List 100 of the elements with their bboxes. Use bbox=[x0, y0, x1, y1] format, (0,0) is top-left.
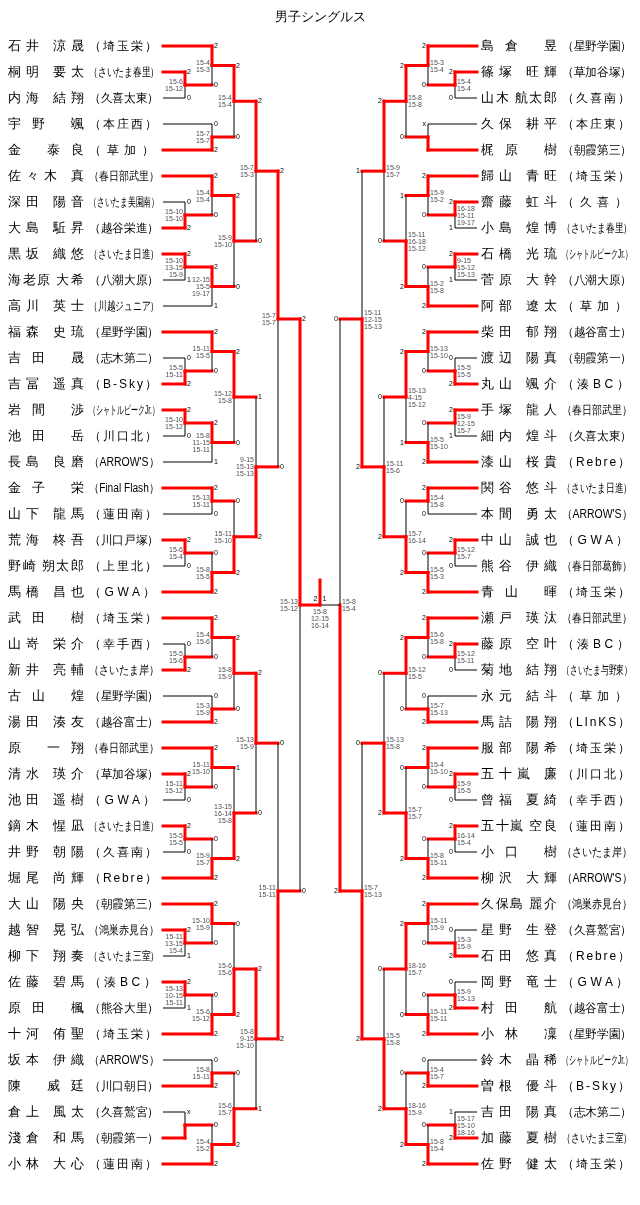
player-name: 小林 凜 bbox=[481, 1026, 557, 1042]
team-name: （GWA） bbox=[562, 974, 632, 990]
team-name: （さいたま岸） bbox=[562, 844, 632, 860]
player-name: 吉田 陽真 bbox=[481, 1104, 557, 1120]
player-name: 佐々木 真 bbox=[8, 168, 84, 184]
player-name: 井野 朝陽 bbox=[8, 844, 84, 860]
team-name: （湊BC） bbox=[89, 974, 159, 990]
player-name: 内海 結翔 bbox=[8, 90, 84, 106]
player-name: 高川 英士 bbox=[8, 298, 84, 314]
player-name: 小島 煌博 bbox=[481, 220, 557, 236]
team-name: （湊BC） bbox=[562, 636, 632, 652]
team-name: （湊BC） bbox=[562, 376, 632, 392]
team-name: （さいたま日進） bbox=[562, 480, 632, 496]
player-name: 武田 樹 bbox=[8, 610, 84, 626]
team-name: （朝霞第一） bbox=[562, 350, 632, 366]
player-name: 新井 亮輔 bbox=[8, 662, 84, 678]
player-name: 長島 良磨 bbox=[8, 454, 84, 470]
player-name: 曾福 夏綺 bbox=[481, 792, 557, 808]
player-name: 加藤 夏樹 bbox=[481, 1130, 557, 1146]
player-name: 菊地 結翔 bbox=[481, 662, 557, 678]
team-name: （久喜） bbox=[562, 194, 632, 210]
player-name: 山木 航太郎 bbox=[481, 90, 557, 106]
player-name: 清水 瑛介 bbox=[8, 766, 84, 782]
team-name: （ARROW'S） bbox=[89, 454, 159, 470]
team-name: （草加谷塚） bbox=[562, 64, 632, 80]
player-name: 堀尾 尚輝 bbox=[8, 870, 84, 886]
player-name: 曽根 優斗 bbox=[481, 1078, 557, 1094]
team-name: （埼玉栄） bbox=[562, 584, 632, 600]
player-name: 黒坂 織悠 bbox=[8, 246, 84, 262]
player-name: 服部 陽希 bbox=[481, 740, 557, 756]
player-name: 永元 結斗 bbox=[481, 688, 557, 704]
team-name: （蓮田南） bbox=[89, 506, 159, 522]
team-name: （Rebre） bbox=[89, 870, 159, 886]
team-name: （八潮大原） bbox=[89, 272, 159, 288]
player-name: 歸山 青旺 bbox=[481, 168, 557, 184]
team-name: （久喜南） bbox=[562, 90, 632, 106]
team-name: （草加谷塚） bbox=[89, 766, 159, 782]
player-name: 久保 耕平 bbox=[481, 116, 557, 132]
team-name: （越谷栄進） bbox=[89, 220, 159, 236]
player-name: 石橋 光琉 bbox=[481, 246, 557, 262]
team-name: （GWA） bbox=[89, 792, 159, 808]
team-name: （熊谷大里） bbox=[89, 1000, 159, 1016]
player-name: 福森 史琉 bbox=[8, 324, 84, 340]
team-name: （さいたま日進） bbox=[89, 246, 159, 262]
player-name: 倉上 風太 bbox=[8, 1104, 84, 1120]
team-name: （草加） bbox=[562, 688, 632, 704]
player-name: 阿部 遼太 bbox=[481, 298, 557, 314]
team-name: （埼玉栄） bbox=[89, 610, 159, 626]
player-name: 久保島 麗介 bbox=[481, 896, 557, 912]
player-name: 金 泰良 bbox=[8, 142, 84, 158]
player-name: 池田 遥樹 bbox=[8, 792, 84, 808]
team-name: （越谷富士） bbox=[562, 1000, 632, 1016]
team-name: （久喜鷲宮） bbox=[89, 1104, 159, 1120]
team-name: （草加） bbox=[89, 142, 159, 158]
team-name: （春日部葛飾） bbox=[562, 558, 632, 574]
team-name: （志木第二） bbox=[89, 350, 159, 366]
team-name: （さいたま岸） bbox=[89, 662, 159, 678]
team-name: （蓮田南） bbox=[89, 1156, 159, 1172]
team-name: （さいたま三室） bbox=[562, 1130, 632, 1146]
player-name: 島倉 昱 bbox=[481, 38, 557, 54]
team-name: （ARROW'S） bbox=[562, 870, 632, 886]
player-name: 野崎 朔太郎 bbox=[8, 558, 84, 574]
player-name: 関谷 悠斗 bbox=[481, 480, 557, 496]
team-name: （越谷富士） bbox=[562, 324, 632, 340]
player-name: 丸山 颯介 bbox=[481, 376, 557, 392]
player-name: 淺倉 和馬 bbox=[8, 1130, 84, 1146]
player-name: 柳沢 大輝 bbox=[481, 870, 557, 886]
team-name: （幸手西） bbox=[562, 792, 632, 808]
player-name: 渡辺 陽真 bbox=[481, 350, 557, 366]
player-name: 越智 晃弘 bbox=[8, 922, 84, 938]
team-name: （幸手西） bbox=[89, 636, 159, 652]
player-name: 深田 陽音 bbox=[8, 194, 84, 210]
team-name: （シャトルピークJr.） bbox=[562, 246, 632, 262]
player-name: 荒海 柊吾 bbox=[8, 532, 84, 548]
player-name: 馬詰 陽翔 bbox=[481, 714, 557, 730]
team-name: （埼玉栄） bbox=[562, 740, 632, 756]
team-name: （さいたま春里） bbox=[89, 64, 159, 80]
team-name: （GWA） bbox=[89, 584, 159, 600]
team-name: （久喜鷲宮） bbox=[562, 922, 632, 938]
player-name: 陳 威廷 bbox=[8, 1078, 84, 1094]
team-name: （鴻巣赤見台） bbox=[89, 922, 159, 938]
team-name: （埼玉栄） bbox=[562, 1156, 632, 1172]
player-name: 馬橋 昌也 bbox=[8, 584, 84, 600]
player-name: 石井 涼晟 bbox=[8, 38, 84, 54]
team-name: （ARROW'S） bbox=[89, 1052, 159, 1068]
team-name: （志木第二） bbox=[562, 1104, 632, 1120]
team-name: （鴻巣赤見台） bbox=[562, 896, 632, 912]
player-name: 大山 陽央 bbox=[8, 896, 84, 912]
player-name: 本間 勇太 bbox=[481, 506, 557, 522]
player-name: 原 一翔 bbox=[8, 740, 84, 756]
player-name: 十河 侑聖 bbox=[8, 1026, 84, 1042]
player-name: 小林 大心 bbox=[8, 1156, 84, 1172]
team-name: （シャトルピークJr.） bbox=[89, 402, 159, 418]
player-name: 村田 航 bbox=[481, 1000, 557, 1016]
team-name: （星野学園） bbox=[89, 324, 159, 340]
team-name: （埼玉栄） bbox=[89, 1026, 159, 1042]
player-name: 鏑木 惺凪 bbox=[8, 818, 84, 834]
player-name: 五十嵐 廉 bbox=[481, 766, 557, 782]
player-name: 星野 生登 bbox=[481, 922, 557, 938]
team-name: （Rebre） bbox=[562, 948, 632, 964]
